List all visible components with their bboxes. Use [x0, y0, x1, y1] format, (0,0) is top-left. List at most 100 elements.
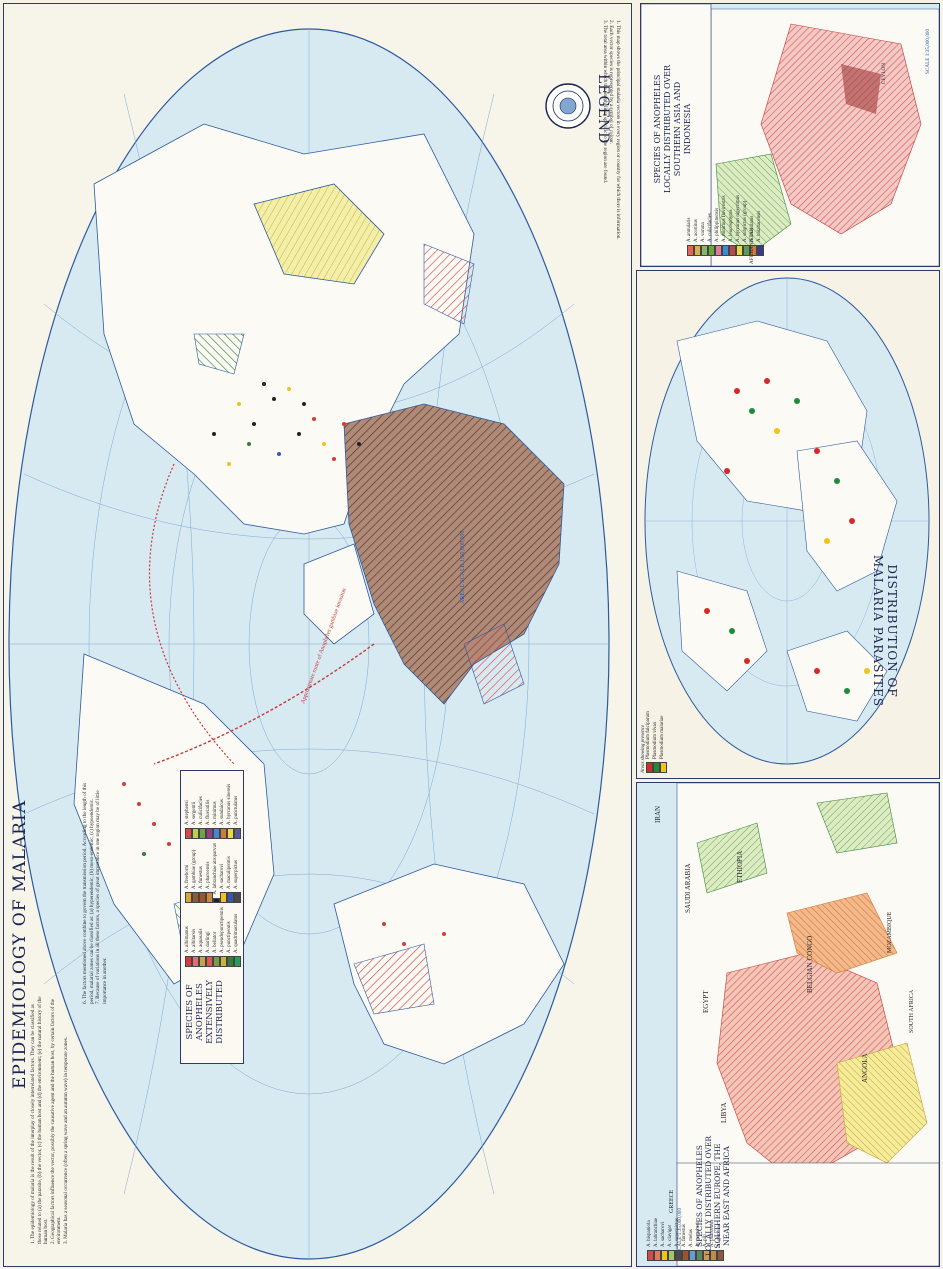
world-scale: AREAL SCALE 1:60,000,000	[460, 531, 466, 604]
notes-column-1: 1. The epidemiology of malaria is the re…	[30, 994, 70, 1244]
europe-africa-legend-item: A. claviger	[668, 1101, 675, 1261]
extensive-legend-swatch	[206, 828, 213, 839]
extensive-legend-item: A. sergentii	[192, 779, 199, 839]
extensive-legend-swatch	[227, 828, 234, 839]
europe-africa-legend-item: A. sacharovi	[661, 1101, 668, 1261]
vector-dots-europe	[212, 382, 361, 466]
extensive-legend-item: A. stephensi	[185, 779, 192, 839]
asia-legend-label: A. hyrcanus nigerrimus	[736, 194, 742, 242]
label-saudi-arabia: SAUDI ARABIA	[684, 863, 692, 913]
asia-legend-item: A. philippinensis	[715, 116, 722, 256]
europe-africa-map	[676, 783, 939, 1266]
extensive-legend-swatch	[199, 956, 206, 967]
extensive-legend-label: A. sergentii	[192, 801, 198, 825]
europe-africa-legend-label: A. labranchiae	[654, 1217, 660, 1247]
extensive-legend-swatch	[227, 956, 234, 967]
asia-legend-swatch	[722, 245, 729, 256]
extensive-legend-item: A. maculipennis	[227, 843, 234, 903]
extensive-legend-label: A. aquasalis	[199, 928, 205, 953]
asia-legend-item: A. culicifacies	[708, 116, 715, 256]
land-arabia	[303, 543, 375, 645]
parasite-legend-swatch	[646, 762, 653, 773]
europe-africa-legend-swatch	[654, 1250, 661, 1261]
extensive-legend-swatch	[220, 892, 227, 903]
extensive-legend-swatch	[220, 828, 227, 839]
asia-legend-item: A. aconitus	[694, 116, 701, 256]
extensive-legend-label: A. albimanus	[185, 926, 191, 953]
extensive-legend-label: A. bellator	[213, 931, 219, 953]
note-6: 6. The factors mentioned above combine t…	[82, 782, 95, 1004]
parasite-legend-item: Plasmodium falciparum	[646, 711, 653, 773]
extensive-legend-swatch	[185, 892, 192, 903]
extensive-legend-item: A. superpictus	[234, 843, 241, 903]
asia-legend-label: A. philippinensis	[715, 207, 721, 242]
world-map-panel: Approximate route of Anopheles gambiae i…	[3, 3, 632, 1267]
extensive-legend-item: A. albitarsis	[192, 907, 199, 967]
extensive-legend-item: A. bellator	[213, 907, 220, 967]
note-3: 3. Malaria has a seasonal occurrence (of…	[62, 1036, 69, 1244]
extensive-legend-swatch	[213, 956, 220, 967]
extensive-legend-swatch	[192, 892, 199, 903]
extensive-legend-label: A. labranchiae atroparvus	[213, 843, 219, 895]
legend-notes: 1. This map shows the principal malaria …	[601, 20, 621, 250]
land-south-america	[333, 863, 565, 1065]
asia-scale: SCALE 1:35,000,000	[925, 28, 931, 74]
extensive-legend-swatch	[192, 956, 199, 967]
extensive-legend-label: A. darlingi	[206, 931, 212, 953]
label-mozambique: MOZAMBIQUE	[887, 911, 893, 953]
europe-africa-legend-swatch	[647, 1250, 654, 1261]
extensive-legend-swatch	[227, 892, 234, 903]
extensive-legend-item: A. punctulatus	[234, 779, 241, 839]
invasion-route	[153, 643, 375, 765]
extensive-legend-swatch	[185, 828, 192, 839]
extensive-legend-item: A. sacharovi	[220, 843, 227, 903]
asia-map	[641, 4, 939, 266]
europe-africa-scale: SCALE 1:35,000,000	[677, 1207, 683, 1253]
note-7: 7. Because of variations in all these fa…	[95, 790, 108, 1004]
extensive-legend-label: A. punctipennis	[227, 921, 233, 953]
asia-legend-label: A. leucosphyrus	[729, 209, 735, 243]
extensive-legend-label: A. minimus	[213, 801, 219, 825]
extensive-legend-label: A. sacharovi	[220, 863, 226, 889]
extensive-legend-item: A. sundaicus	[220, 779, 227, 839]
label-angola: ANGOLA	[861, 1053, 869, 1083]
asia-panel: SPECIES OF ANOPHELES LOCALLY DISTRIBUTED…	[640, 3, 940, 267]
extensive-legend-swatch	[234, 828, 241, 839]
extensive-legend-swatch	[213, 828, 220, 839]
extensive-legend-label: A. gambiae (group)	[192, 849, 198, 889]
extensive-legend-label: A. punctulatus	[234, 795, 240, 825]
legend-note-1: 1. This map shows the principal malaria …	[615, 20, 621, 240]
extensive-legend-label: A. pharoensis	[206, 861, 212, 890]
note-2: 2. Geographical factors influence the ve…	[49, 998, 63, 1244]
extensive-legend-item: A. minimus	[213, 779, 220, 839]
parasites-title: DISTRIBUTION OF MALARIA PARASITES	[871, 551, 899, 711]
extensive-legend-swatch	[206, 892, 213, 903]
note-1: 1. The epidemiology of malaria is the re…	[30, 996, 50, 1244]
extensive-legend-label: A. fluviatilis	[206, 799, 212, 825]
extensive-legend-item: A. culicifacies	[199, 779, 206, 839]
europe-africa-legend-item: A. labranchiae	[654, 1101, 661, 1261]
parasite-legend-swatch	[660, 762, 667, 773]
extensive-legend-item: A. pharoensis	[206, 843, 213, 903]
extensive-legend-item: A. pseudopunctipennis	[220, 907, 227, 967]
asia-legend-swatch	[694, 245, 701, 256]
legend-note-2: 2. Each vector species is represented by…	[608, 20, 615, 144]
extensive-legend-item: A. albimanus	[185, 907, 192, 967]
legend-note-3: 3. The total area within which the anoph…	[601, 20, 608, 184]
main-title: EPIDEMIOLOGY OF MALARIA	[10, 800, 30, 1089]
asia-legend-swatch	[757, 245, 764, 256]
extensive-legend-title: SPECIES OF ANOPHELES EXTENSIVELY DISTRIB…	[185, 980, 225, 1044]
parasites-legend: Areas showing presence Plasmodium falcip…	[641, 711, 667, 773]
extensive-legend-item: A. quadrimaculatus	[234, 907, 241, 967]
asia-legend-item: A. minimus flavirostris	[722, 116, 729, 256]
asia-legend-item: A. hyrcanus nigerrimus	[736, 116, 743, 256]
asia-label-afghanistan: AFGHANISTAN	[749, 227, 755, 264]
extensive-legend-swatch	[185, 956, 192, 967]
asia-legend-label: A. balabacensis	[757, 210, 763, 242]
extensive-legend-label: A. funestus	[199, 866, 205, 889]
extensive-legend-item: A. punctipennis	[227, 907, 234, 967]
land-australia	[253, 183, 385, 285]
extensive-legend-swatch	[220, 956, 227, 967]
